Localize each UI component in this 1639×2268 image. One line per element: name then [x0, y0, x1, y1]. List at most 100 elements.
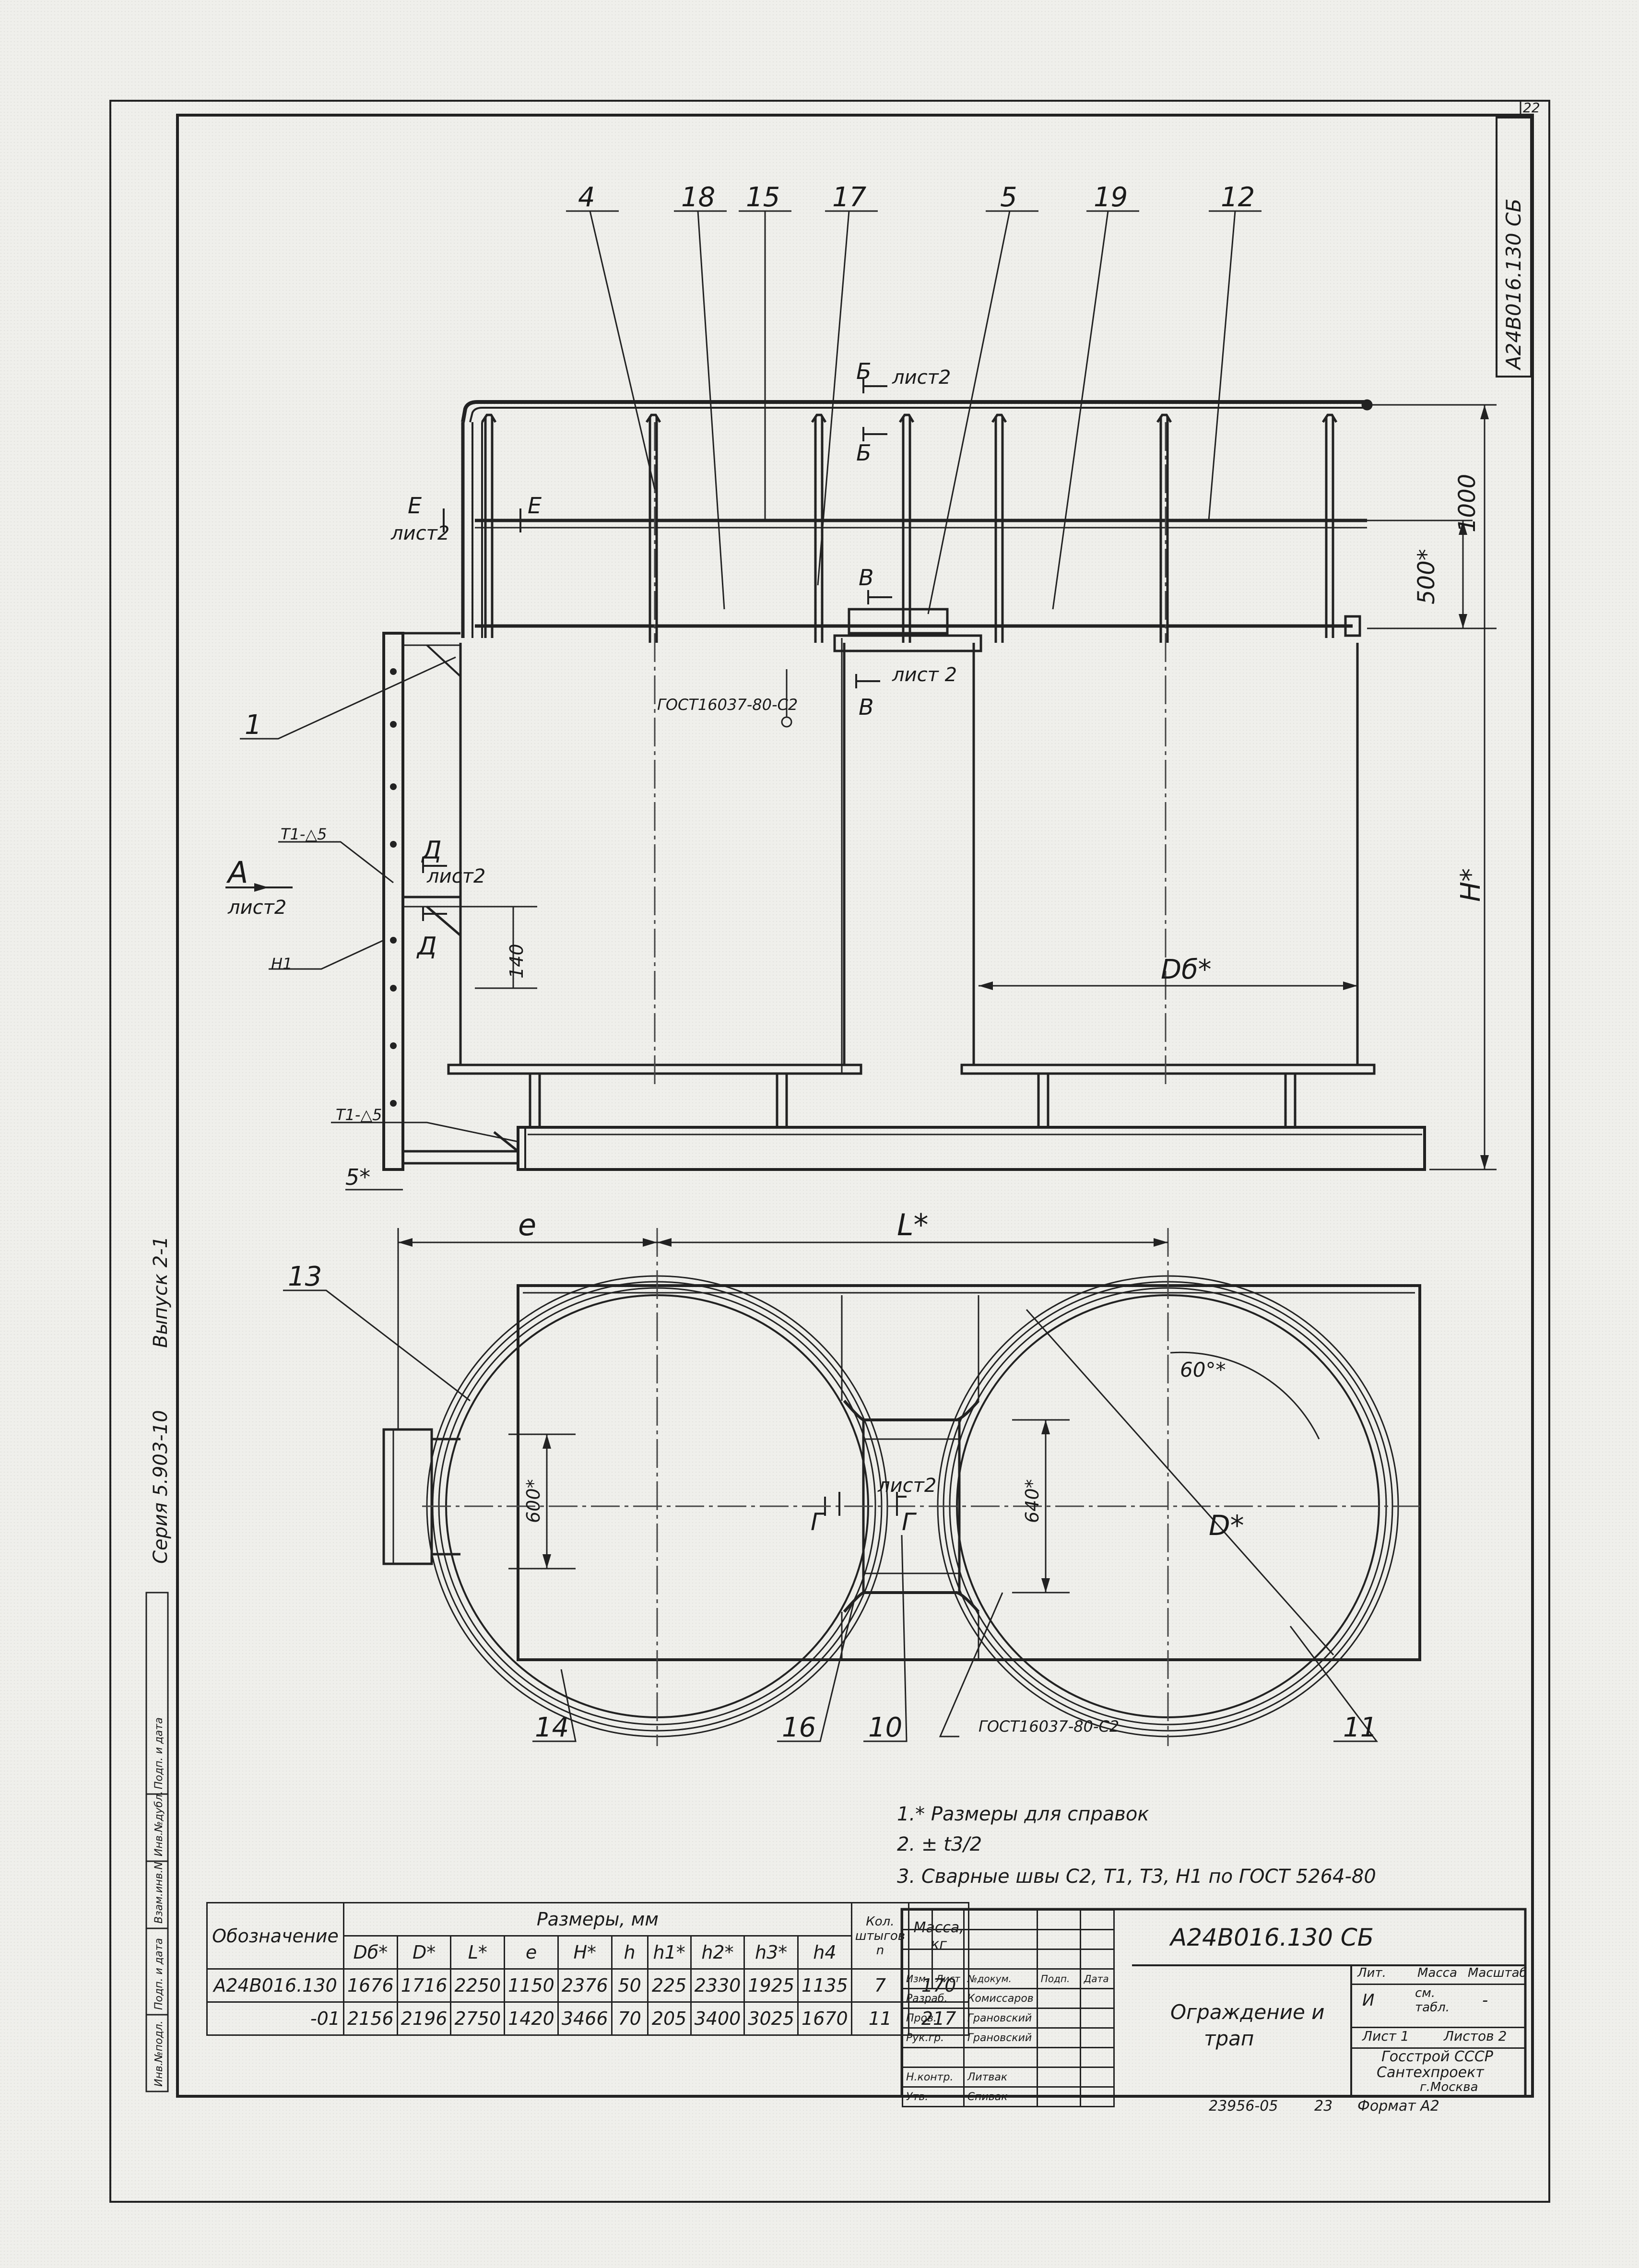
th-col: L* [450, 1935, 506, 1970]
cell: 1716 [396, 1968, 452, 2003]
weld-mark-leaders [269, 669, 1003, 1737]
cell-qty: 11 [850, 2001, 910, 2036]
plan-dimensions [397, 1228, 1334, 1655]
row-designation: А24В016.130 [206, 1968, 344, 2003]
footer-copy: 23 [1314, 2098, 1332, 2114]
section-a-sheet: лист2 [227, 897, 286, 919]
section-e-right: Е [528, 493, 542, 519]
th-col: D* [396, 1935, 452, 1970]
dim-angle: 60°* [1180, 1358, 1226, 1382]
th-col: h3* [743, 1935, 799, 1970]
footer-archive: 23956-05 [1209, 2098, 1278, 2114]
callout-12: 12 [1221, 182, 1255, 213]
cell: 1925 [743, 1968, 799, 2003]
page-number: 22 [1523, 100, 1540, 116]
section-e-sheet: лист2 [390, 522, 449, 544]
callout-5: 5 [1000, 182, 1017, 213]
cell: 205 [647, 2001, 692, 2036]
th-col: h [611, 1935, 649, 1970]
tb-role: Утв. [902, 2086, 965, 2107]
th-col: h4 [797, 1935, 852, 1970]
table-row: А24В016.130 1676 1716 2250 1150 2376 50 … [206, 1968, 970, 2003]
tb-list: Лист 1 [1362, 2028, 1409, 2044]
note-1: 1.* Размеры для справок [897, 1803, 1149, 1825]
dim-h-star: H* [1455, 868, 1486, 902]
cell: 1135 [797, 1968, 852, 2003]
callout-18: 18 [681, 182, 715, 213]
tb-head-doc: №докум. [963, 1968, 1038, 1989]
side-label-1: Подп. и дата [153, 1938, 165, 2010]
tb-head-sign: Подп. [1036, 1968, 1081, 1989]
cell: 2750 [450, 2001, 506, 2036]
tb-role: Разраб. [902, 1988, 965, 2009]
side-label-3: Инв.№дубл. [153, 1791, 165, 1856]
tb-listov: Листов 2 [1444, 2028, 1507, 2044]
th-col: e [504, 1935, 559, 1970]
cell: 225 [647, 1968, 692, 2003]
row-designation: -01 [206, 2001, 344, 2036]
callout-10: 10 [868, 1712, 902, 1743]
tb-role: Пров. [902, 2008, 965, 2029]
callout-17: 17 [832, 182, 867, 213]
section-b-bottom: Б [856, 440, 872, 466]
tb-role: Рук.гр. [902, 2027, 965, 2048]
footer-format: Формат А2 [1357, 2098, 1439, 2114]
weld-h1: Н1 [271, 955, 292, 973]
table-row: -01 2156 2196 2750 1420 3466 70 205 3400… [206, 2001, 970, 2036]
tb-title-1: Ограждение и [1170, 2000, 1325, 2024]
tb-head-izm: Изм. [901, 1968, 933, 1989]
callout-14: 14 [535, 1712, 569, 1743]
tb-doc-code: А24В016.130 СБ [1170, 1924, 1374, 1951]
cell: 1676 [343, 1968, 398, 2003]
tb-role [902, 2047, 965, 2068]
note-3: 3. Сварные швы С2, Т1, Т3, Н1 по ГОСТ 52… [897, 1866, 1376, 1888]
weld-t1-bottom: Т1-△5 [336, 1106, 382, 1124]
cell: 1670 [797, 2001, 852, 2036]
dim-140: 140 [506, 944, 527, 979]
weld-t1-top: Т1-△5 [281, 825, 327, 843]
section-e-left: Е [408, 493, 422, 519]
dim-500: 500* [1413, 549, 1440, 604]
callout-13: 13 [288, 1261, 322, 1292]
tb-massa-val: см. табл. [1415, 1986, 1450, 2015]
cell: 1150 [504, 1968, 559, 2003]
section-d-bottom: Д [416, 932, 437, 961]
cell: 3025 [743, 2001, 799, 2036]
tb-name: Спивак [963, 2086, 1038, 2107]
front-dimensions [345, 404, 1497, 1191]
cell: 2196 [396, 2001, 452, 2036]
cell: 2330 [690, 1968, 745, 2003]
dim-d-star: D* [1209, 1509, 1244, 1542]
cell: 2250 [450, 1968, 506, 2003]
section-g-sheet: лист2 [877, 1475, 936, 1497]
section-d-sheet: лист2 [426, 865, 485, 887]
dim-600: 600* [523, 1479, 544, 1523]
th-col: H* [557, 1935, 613, 1970]
top-callout-leaders [566, 210, 1262, 614]
tb-masshtab: Масштаб [1468, 1966, 1527, 1980]
front-dim-arrows [979, 405, 1489, 1169]
dimensions-table: Обозначение Размеры, мм Кол. штыгов n Ма… [206, 1902, 970, 2036]
th-sizes: Размеры, мм [343, 1902, 852, 1937]
cell: 3400 [690, 2001, 745, 2036]
cell: 1420 [504, 2001, 559, 2036]
drawing-frame [176, 114, 1534, 2098]
doc-code-vertical: А24В016.130 СБ [1502, 199, 1525, 371]
callout-4: 4 [578, 182, 595, 213]
dim-db: Dб* [1161, 954, 1212, 985]
th-col: Dб* [343, 1935, 398, 1970]
th-designation: Обозначение [206, 1902, 344, 1970]
section-d-top: Д [421, 836, 442, 865]
dim-640: 640* [1022, 1479, 1043, 1523]
callout-16: 16 [782, 1712, 816, 1743]
th-qty: Кол. штыгов n [850, 1902, 910, 1970]
tb-name: Грановский [963, 2008, 1038, 2029]
cell: 50 [611, 1968, 649, 2003]
dim-l-star: L* [897, 1207, 929, 1242]
th-col: h2* [690, 1935, 745, 1970]
callout-1-leader [240, 656, 456, 740]
side-label-2: Взам.инв.N [153, 1862, 165, 1924]
side-stamp [145, 1592, 169, 2092]
callout-1: 1 [245, 709, 262, 741]
